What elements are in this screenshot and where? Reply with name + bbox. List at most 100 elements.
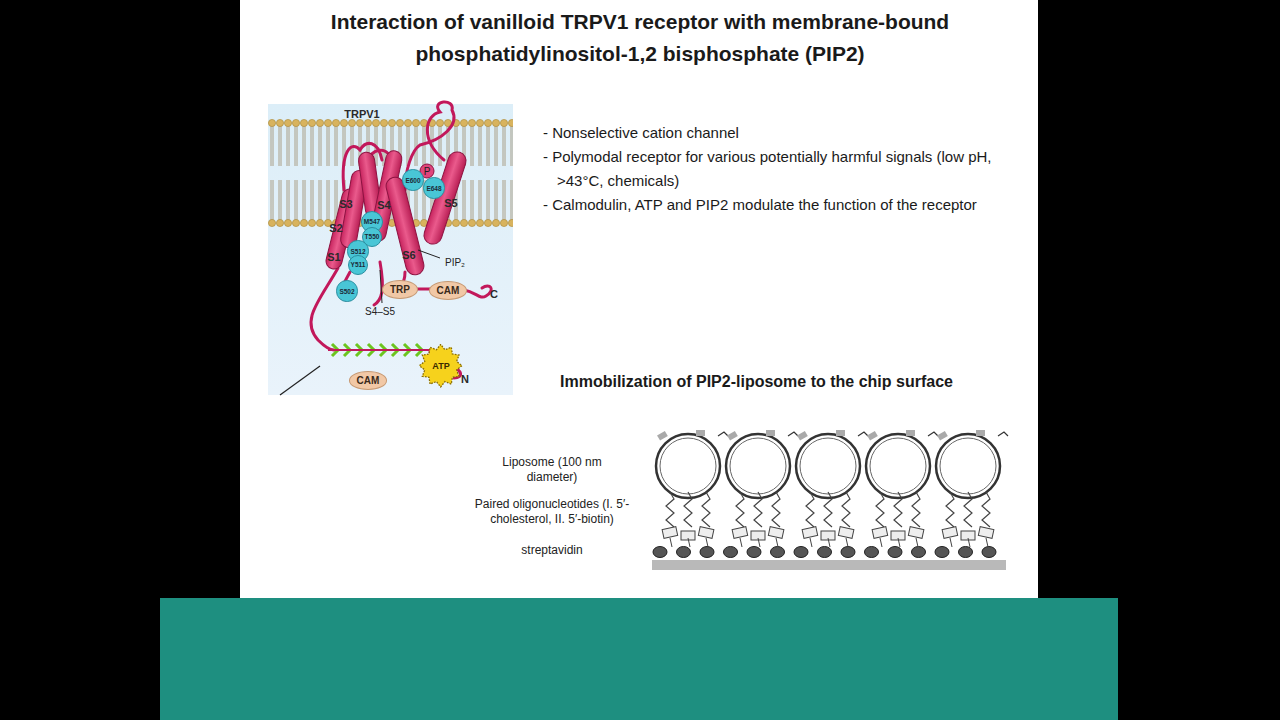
slide-title: Interaction of vanilloid TRPV1 receptor … <box>280 6 1000 70</box>
illustration-part <box>982 547 996 558</box>
illustration-part <box>976 430 985 436</box>
part-label: Paired oligonucleotides (I. 5′- choleste… <box>450 497 655 527</box>
illustration-part <box>464 286 491 297</box>
illustration-part <box>384 175 426 276</box>
node-text: E648 <box>426 185 441 192</box>
illustration-part <box>706 538 708 547</box>
illustration-part <box>802 527 818 539</box>
residue-circle: E600 <box>402 169 423 190</box>
illustration-part <box>766 430 775 436</box>
illustration-part <box>660 438 716 494</box>
illustration-part <box>842 492 850 527</box>
illustration-part <box>828 538 830 547</box>
illustration-part <box>916 538 918 547</box>
section-heading: Immobilization of PIP2-liposome to the c… <box>560 373 953 391</box>
illustration-part <box>788 432 798 436</box>
illustration-part <box>968 538 970 547</box>
helix-label: S5 <box>444 197 457 209</box>
illustration-part <box>727 431 738 441</box>
illustration-part <box>718 432 728 436</box>
illustration-part <box>810 538 812 547</box>
illustration-part <box>730 438 786 494</box>
illustration-part <box>858 432 868 436</box>
illustration-part <box>838 527 854 539</box>
illustration-part <box>656 434 720 498</box>
residue-circle: S502 <box>336 280 357 301</box>
helix-label: S6 <box>402 249 415 261</box>
node-text: M547 <box>364 218 380 225</box>
illustration-part <box>726 434 790 498</box>
illustration-part <box>652 560 1006 570</box>
illustration-part <box>998 432 1008 436</box>
node-text: T550 <box>365 233 380 240</box>
protein-oval: CAM <box>349 371 388 390</box>
illustration-part <box>935 547 949 558</box>
illustration-part <box>328 349 432 351</box>
illustration-part <box>740 538 742 547</box>
illustration-part <box>684 492 692 527</box>
illustration-part <box>776 538 778 547</box>
illustration-part <box>836 430 845 436</box>
bullet-text: - Nonselective cation channel <box>543 121 1027 145</box>
part-label: Liposome (100 nm diameter) <box>497 455 607 485</box>
illustration-part <box>940 438 996 494</box>
lipid-label: PIP₂ <box>445 257 465 268</box>
illustration-part <box>771 547 785 558</box>
illustration-part <box>937 431 948 441</box>
illustration-part <box>657 431 668 441</box>
illustration-part <box>942 527 958 539</box>
helix-label: S1 <box>327 251 340 263</box>
illustration-part <box>818 547 832 558</box>
illustration-part <box>880 538 882 547</box>
illustration-part <box>670 538 672 547</box>
illustration-part <box>888 547 902 558</box>
illustration-part <box>702 492 710 527</box>
illustration-part <box>754 492 762 527</box>
terminus-label: N <box>461 373 469 385</box>
illustration-part <box>324 149 468 276</box>
illustration-part <box>841 547 855 558</box>
node-text: CAM <box>357 375 380 386</box>
illustration-part <box>870 438 926 494</box>
illustration-part <box>772 492 780 527</box>
illustration-part <box>898 538 900 547</box>
illustration-part <box>950 538 952 547</box>
illustration-part <box>872 527 888 539</box>
illustration-part <box>666 492 674 527</box>
protein-name: TRPV1 <box>344 108 379 120</box>
illustration-part <box>797 431 808 441</box>
illustration-part <box>758 538 760 547</box>
illustration-part <box>796 434 860 498</box>
illustration-part <box>698 527 714 539</box>
node-text: S502 <box>339 288 354 295</box>
illustration-part <box>906 430 915 436</box>
illustration-part <box>696 430 705 436</box>
illustration-part <box>700 547 714 558</box>
illustration-part <box>908 527 924 539</box>
illustration-part <box>280 366 320 395</box>
node-text: E600 <box>405 177 420 184</box>
illustration-part <box>894 492 902 527</box>
node-text: S512 <box>350 248 365 255</box>
illustration-part <box>928 432 938 436</box>
linker-label: S4–S5 <box>365 306 395 317</box>
node-text: Y511 <box>351 261 366 268</box>
illustration-part <box>912 492 920 527</box>
illustration-part <box>688 538 690 547</box>
illustration-part <box>978 527 994 539</box>
illustration-part <box>800 438 856 494</box>
illustration-part <box>946 492 954 527</box>
illustration-part <box>912 547 926 558</box>
terminus-label: C <box>490 288 498 300</box>
illustration-part <box>732 527 748 539</box>
phospho-label: P <box>424 166 431 177</box>
illustration-part <box>747 547 761 558</box>
illustration-part <box>846 538 848 547</box>
illustration-part <box>418 250 440 258</box>
residue-circle: E648 <box>423 177 444 198</box>
illustration-part <box>986 538 988 547</box>
illustration-part <box>959 547 973 558</box>
